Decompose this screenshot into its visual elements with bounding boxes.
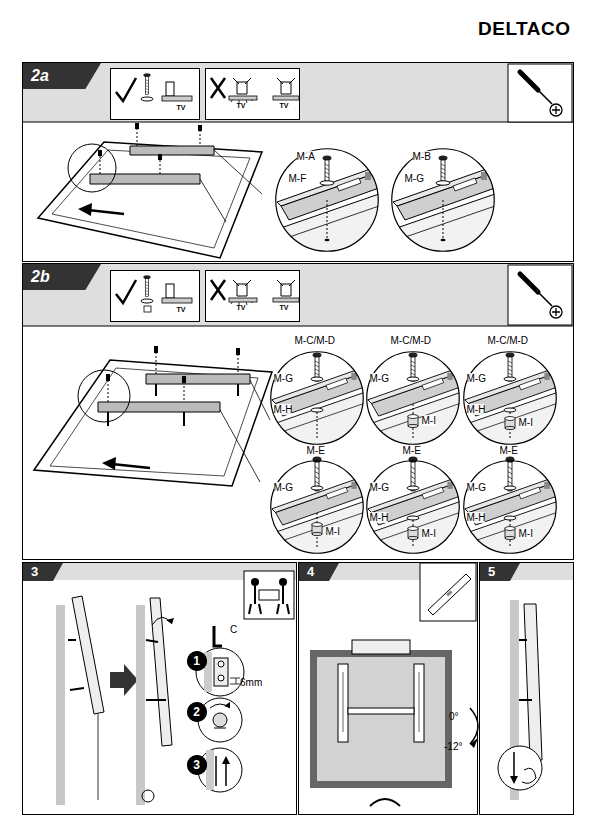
callout-badge: 3 [187, 755, 207, 775]
part-name: M-C/M-D [295, 335, 336, 346]
callout-badge: 1 [187, 651, 207, 671]
detail-circle: M-C/M-DM-GM-H [270, 351, 364, 445]
circle-outline [270, 351, 364, 445]
part-name: M-H [467, 512, 486, 523]
step-4-art [310, 563, 478, 806]
circle-outline-shape [366, 351, 459, 444]
step-panel: 4 [298, 562, 478, 815]
part-name: M-G [405, 173, 424, 184]
tv-marking: TV [280, 102, 289, 109]
callout-number: 3 [187, 755, 207, 775]
callout-number: 1 [187, 651, 207, 671]
step-3-art [56, 571, 294, 805]
step-number: 2b [23, 264, 101, 290]
step-panel: 5 [479, 562, 574, 815]
detail-2b [270, 351, 557, 554]
detail-circle: M-C/M-DM-GM-HM-I [463, 351, 557, 445]
part-name: M-E [500, 445, 518, 456]
part-name: M-E [403, 445, 421, 456]
tv-marking: TV [237, 102, 246, 109]
brand-title: DELTACO [478, 18, 571, 40]
step-5-art [498, 600, 542, 800]
step-number: 3 [23, 563, 63, 581]
part-name: M-I [422, 528, 436, 539]
tv-marking: TV [280, 304, 289, 311]
part-name: M-E [307, 445, 325, 456]
circle-outline [366, 460, 460, 554]
tv-marking: TV [177, 104, 186, 111]
part-name: M-G [370, 482, 389, 493]
part-name: M-F [289, 173, 307, 184]
circle-outline-shape [275, 148, 378, 251]
step-panel: 2bTV TV TV M-C/M-D M-G M-H M-C/M-D M-G M-I M-C/M-… [22, 263, 574, 560]
part-name: M-A [297, 151, 315, 162]
circle-outline [270, 460, 364, 554]
circle-outline-shape [463, 351, 556, 444]
part-name: M-B [413, 151, 431, 162]
callout-badge: 2 [187, 702, 207, 722]
part-name: M-I [422, 415, 436, 426]
do-dont-icon: TV [110, 270, 200, 322]
do-dont-icon: TV [110, 68, 200, 120]
circle-outline-shape [187, 755, 206, 774]
tv-back-2b [34, 346, 272, 486]
panel-headers [22, 62, 574, 580]
tv-marking: TV [177, 306, 186, 313]
part-name: M-H [467, 404, 486, 415]
circle-outline [391, 148, 495, 252]
part-name: M-G [274, 482, 293, 493]
detail-circle: M-A M-F [275, 148, 379, 252]
circle-outline-shape [187, 702, 206, 721]
step-panel: 3 1 2 3 [22, 562, 297, 815]
circle-outline [275, 148, 379, 252]
tool-label: C [230, 624, 237, 635]
circle-outline-shape [391, 148, 494, 251]
detail-circle: M-EM-GM-HM-I [366, 460, 460, 554]
tilt-angle: -12° [444, 741, 462, 752]
part-name: M-G [467, 373, 486, 384]
part-name: M-G [370, 373, 389, 384]
part-name: M-I [519, 528, 533, 539]
callout-number: 2 [187, 702, 207, 722]
detail-circle: M-C/M-DM-GM-I [366, 351, 460, 445]
circle-outline-shape [366, 460, 459, 553]
step-number: 5 [480, 563, 520, 581]
tilt-angle: 0° [449, 711, 459, 722]
part-name: M-I [519, 417, 533, 428]
tv-marking: TV [237, 304, 246, 311]
circle-outline-shape [463, 460, 556, 553]
part-name: M-G [274, 373, 293, 384]
circle-outline-shape [187, 651, 206, 670]
dimension: 6mm [240, 677, 262, 688]
circle-outline [366, 351, 460, 445]
step-number: 4 [299, 563, 339, 581]
circle-outline [463, 460, 557, 554]
part-name: M-G [467, 482, 486, 493]
do-dont-icon: TV TV [205, 68, 300, 120]
tv-back-2a [38, 123, 262, 258]
part-name: M-H [274, 404, 293, 415]
detail-circle: M-EM-GM-I [270, 460, 364, 554]
step-number: 2a [23, 63, 101, 89]
detail-circle: M-B M-G [391, 148, 495, 252]
step-panel: 2aTV TV TV M-A M-F M-B M-G [22, 62, 574, 262]
detail-2a [275, 148, 495, 252]
part-name: M-C/M-D [488, 335, 529, 346]
circle-outline-shape [270, 460, 363, 553]
circle-outline [463, 351, 557, 445]
do-dont-icon: TV TV [205, 270, 300, 322]
part-name: M-I [326, 526, 340, 537]
part-name: M-H [370, 512, 389, 523]
detail-circle: M-EM-GM-HM-I [463, 460, 557, 554]
part-name: M-C/M-D [391, 335, 432, 346]
circle-outline-shape [270, 351, 363, 444]
